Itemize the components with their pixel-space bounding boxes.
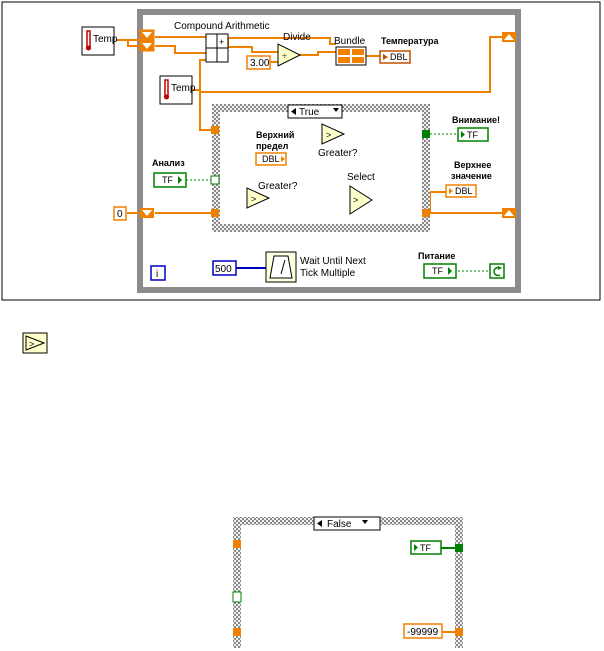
- bundle-node[interactable]: [335, 46, 367, 66]
- svg-text:TF: TF: [432, 266, 443, 276]
- verkhnee-znachenie-label-1: Верхнее: [454, 160, 491, 170]
- select-label: Select: [347, 172, 375, 183]
- false-tunnel-left-bool: [232, 591, 242, 603]
- svg-text:>: >: [29, 339, 34, 349]
- loop-iteration-terminal: i: [150, 265, 166, 281]
- compound-arithmetic-node[interactable]: +: [205, 33, 229, 63]
- zero-constant[interactable]: 0: [113, 206, 127, 221]
- false-numeric-constant[interactable]: -99999: [403, 623, 443, 639]
- greater-label-top: Greater?: [318, 148, 358, 159]
- temp-subvi-1-label: Temp: [93, 34, 118, 45]
- svg-text:DBL: DBL: [390, 52, 408, 62]
- svg-text:>: >: [353, 195, 358, 205]
- false-tunnel-right-bool: [455, 544, 463, 552]
- verkhnee-znachenie-indicator: DBL: [445, 184, 477, 198]
- analiz-label: Анализ: [152, 158, 185, 168]
- greater-node-top[interactable]: >: [321, 123, 346, 145]
- bundle-label: Bundle: [334, 36, 366, 47]
- greater-label-bottom: Greater?: [258, 181, 298, 192]
- svg-text:False: False: [327, 519, 352, 530]
- vnimanie-indicator: TF: [457, 127, 489, 142]
- svg-text:>: >: [251, 194, 256, 204]
- while-loop: [137, 9, 521, 293]
- vnimanie-label: Внимание!: [452, 115, 500, 125]
- false-boolean-constant[interactable]: TF: [410, 540, 442, 555]
- svg-text:-99999: -99999: [407, 627, 439, 638]
- case-tunnel-left-top: [211, 126, 219, 134]
- svg-text:True: True: [299, 107, 320, 118]
- wait-label-2: Tick Multiple: [300, 268, 356, 279]
- divide-constant[interactable]: 3.00: [246, 55, 271, 70]
- compound-arithmetic-label: Compound Arithmetic: [174, 21, 270, 32]
- temp-subvi-1[interactable]: Temp: [81, 26, 118, 56]
- shift-register-left-top: [139, 29, 155, 52]
- case-selector-true[interactable]: True: [287, 104, 343, 119]
- svg-text:DBL: DBL: [262, 154, 280, 164]
- shift-register-left-bottom: [140, 208, 154, 218]
- svg-text:TF: TF: [162, 175, 173, 185]
- temperatura-indicator: DBL: [379, 50, 411, 64]
- case-tunnel-left-bool: [210, 175, 220, 185]
- false-tunnel-left-bottom: [233, 628, 241, 636]
- svg-text:500: 500: [215, 264, 232, 275]
- svg-text:DBL: DBL: [455, 186, 473, 196]
- temperatura-label: Температура: [381, 36, 440, 46]
- case-structure-true: [212, 104, 430, 232]
- greater-icon-standalone: >: [22, 332, 48, 354]
- false-tunnel-left-top: [233, 540, 241, 548]
- wait-label-1: Wait Until Next: [300, 256, 366, 267]
- case-selector-false[interactable]: False: [313, 516, 381, 531]
- case-tunnel-right-num: [422, 209, 430, 217]
- svg-text:>: >: [326, 130, 331, 140]
- select-node[interactable]: >: [349, 185, 373, 215]
- verkhnee-znachenie-label-2: значение: [451, 171, 492, 181]
- case-tunnel-right-bool: [422, 130, 430, 138]
- svg-text:0: 0: [117, 209, 123, 220]
- shift-register-right-top: [502, 32, 516, 42]
- temp-subvi-2[interactable]: Temp: [159, 75, 196, 105]
- greater-node-bottom[interactable]: >: [246, 187, 271, 209]
- compound-plus-sign: +: [219, 37, 224, 47]
- wait-next-ms-node[interactable]: [265, 251, 297, 283]
- verkhny-predel-label-1: Верхний: [256, 130, 294, 140]
- divide-label: Divide: [283, 32, 311, 43]
- shift-register-right-bottom: [502, 208, 516, 218]
- verkhny-predel-control[interactable]: DBL: [255, 152, 287, 166]
- svg-text:3.00: 3.00: [250, 58, 270, 69]
- temp-subvi-2-label: Temp: [171, 83, 196, 94]
- divide-node[interactable]: ÷: [277, 43, 302, 67]
- analiz-control[interactable]: TF: [153, 172, 187, 188]
- svg-text:TF: TF: [420, 543, 431, 553]
- loop-condition-icon[interactable]: [489, 263, 505, 279]
- pitanie-label: Питание: [418, 251, 455, 261]
- verkhny-predel-label-2: предел: [256, 141, 289, 151]
- figure-border: [1, 1, 601, 301]
- svg-text:TF: TF: [467, 130, 478, 140]
- case-tunnel-left-bottom: [211, 209, 219, 217]
- svg-text:i: i: [156, 269, 158, 280]
- wait-constant[interactable]: 500: [212, 260, 237, 276]
- pitanie-control[interactable]: TF: [423, 263, 457, 279]
- svg-text:÷: ÷: [282, 51, 287, 61]
- false-tunnel-right-num: [455, 628, 463, 636]
